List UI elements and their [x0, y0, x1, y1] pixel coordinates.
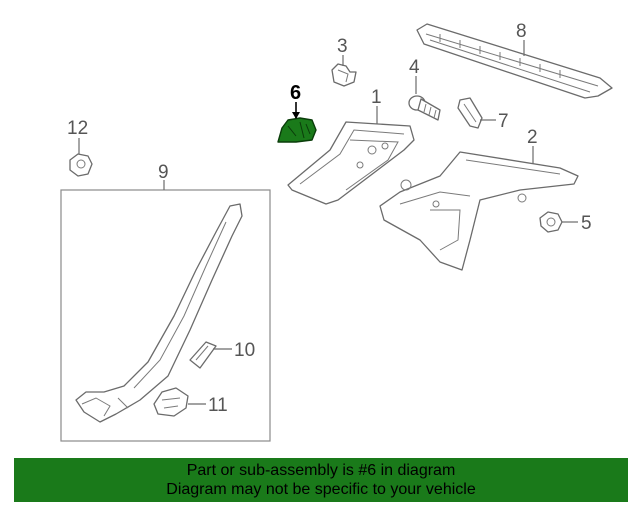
callout-1[interactable]: 1 [371, 87, 382, 108]
part-2-rear-trim[interactable] [379, 151, 579, 271]
part-5-nut[interactable] [539, 211, 563, 233]
callout-4[interactable]: 4 [409, 57, 420, 78]
part-7-bracket[interactable] [457, 97, 483, 129]
arrow-6-icon [292, 112, 300, 119]
part-8-upper-trim[interactable] [416, 23, 613, 99]
highlight-banner: Part or sub-assembly is #6 in diagram Di… [14, 458, 628, 502]
parts-diagram: 8 3 4 7 6 1 [60, 21, 613, 442]
callout-9[interactable]: 9 [158, 162, 169, 183]
callout-2[interactable]: 2 [527, 127, 538, 148]
callout-7[interactable]: 7 [498, 111, 509, 132]
part-9-pillar-trim[interactable] [75, 203, 243, 423]
part-10-clip[interactable] [189, 341, 217, 369]
banner-line-part: Part or sub-assembly is #6 in diagram [186, 462, 456, 479]
callout-12[interactable]: 12 [67, 118, 88, 139]
part-11-clip[interactable] [153, 387, 189, 417]
part-1-quarter-trim[interactable] [287, 121, 415, 205]
part-4-bolt[interactable] [408, 95, 441, 121]
callout-11[interactable]: 11 [208, 395, 228, 416]
part-12-nut[interactable] [69, 153, 93, 177]
callout-5[interactable]: 5 [581, 213, 592, 234]
callout-10[interactable]: 10 [234, 340, 255, 361]
callout-8[interactable]: 8 [516, 21, 527, 42]
banner-line-disclaimer: Diagram may not be specific to your vehi… [166, 481, 476, 498]
callout-6[interactable]: 6 [290, 82, 301, 104]
callout-3[interactable]: 3 [337, 36, 348, 57]
part-3-clip[interactable] [331, 63, 357, 87]
part-6-highlighted[interactable] [277, 117, 317, 143]
